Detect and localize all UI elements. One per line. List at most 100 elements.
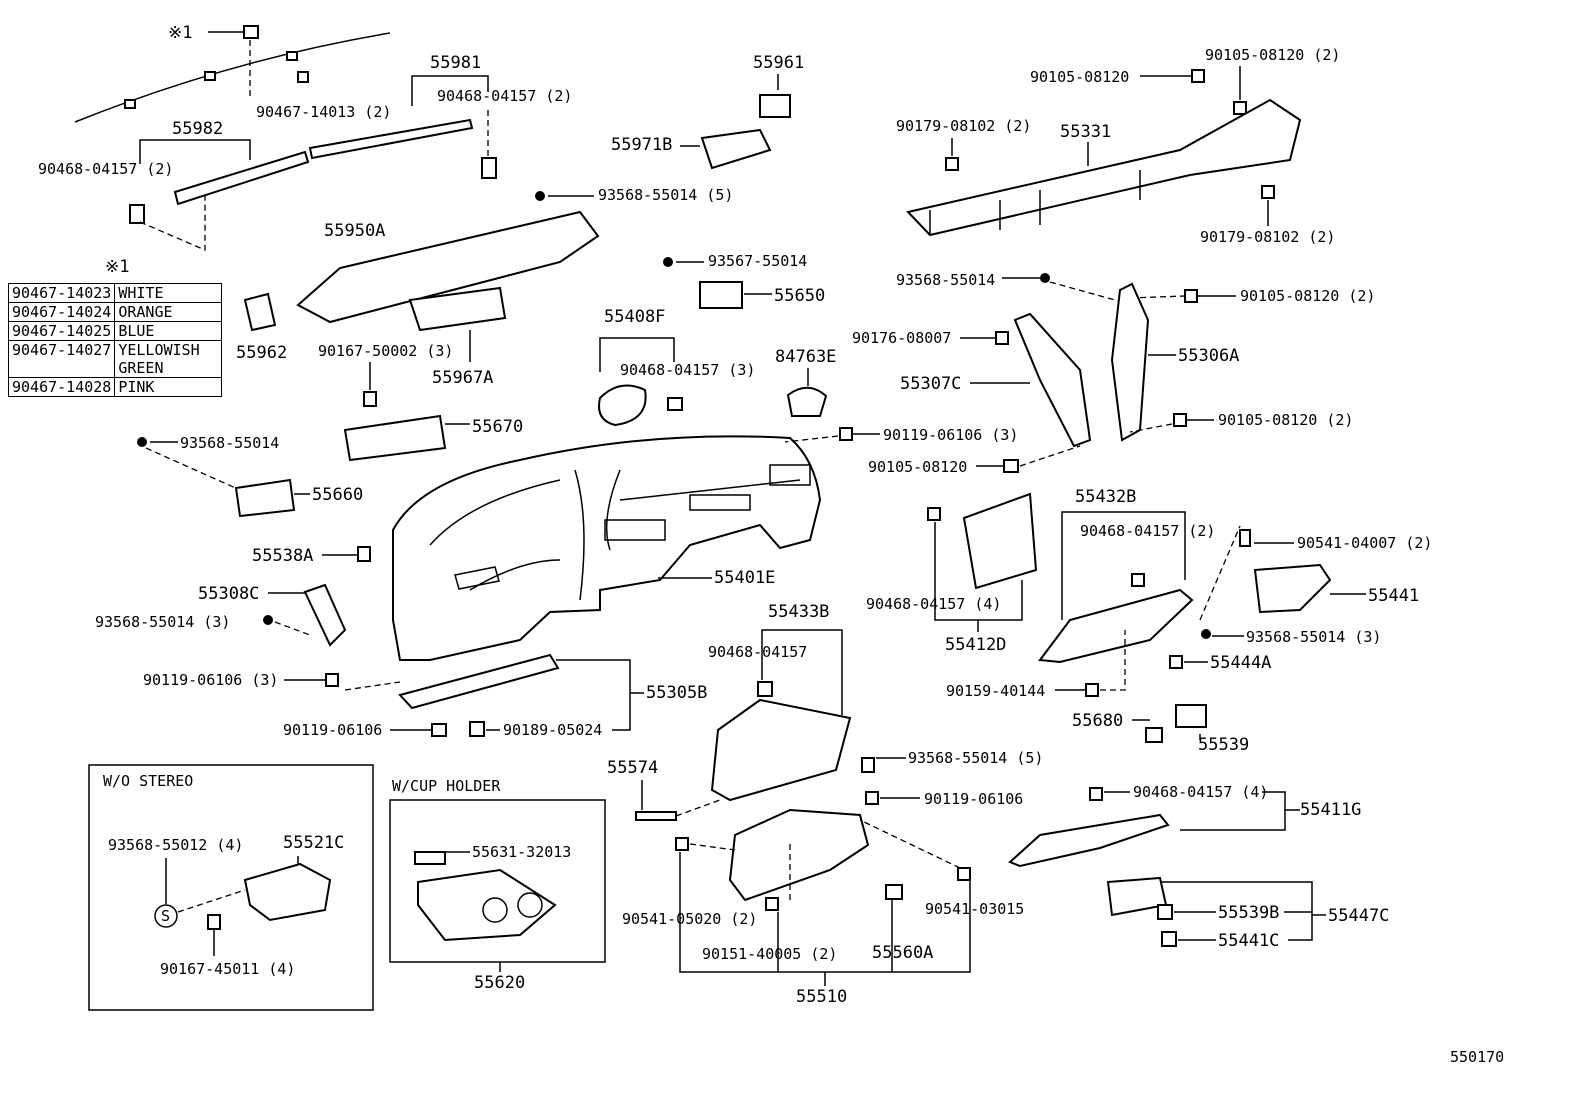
register-55660 (234, 478, 296, 518)
label-55411g: 55411G (1300, 800, 1361, 820)
label-55950a: 55950A (324, 221, 385, 241)
label-93568-55014-3b: 93568-55014 (3) (1246, 628, 1381, 646)
label-55305b: 55305B (646, 683, 707, 703)
label-55538a: 55538A (252, 546, 313, 566)
label-55444a: 55444A (1210, 653, 1271, 673)
s-mark-icon (154, 904, 178, 928)
clip-part (243, 25, 259, 39)
label-90189-05024: 90189-05024 (503, 721, 602, 739)
legend-row: 90467-14023 WHITE (7, 283, 223, 303)
label-55620: 55620 (474, 973, 525, 993)
legend-row: 90467-14025 BLUE (7, 321, 223, 341)
legend-part: 90467-14027 (7, 340, 116, 378)
glove-box-door-55433b (710, 698, 852, 802)
s-mark: S (161, 907, 170, 925)
label-55408f: 55408F (604, 307, 665, 327)
label-93567-55014: 93567-55014 (708, 252, 807, 270)
legend-color: BLUE (114, 321, 223, 341)
label-55967a: 55967A (432, 368, 493, 388)
label-55433b: 55433B (768, 602, 829, 622)
cup-holder-55620 (417, 868, 557, 942)
part-55680 (1175, 704, 1207, 728)
label-55539b: 55539B (1218, 903, 1279, 923)
label-55308c: 55308C (198, 584, 259, 604)
part-55971b (700, 128, 772, 170)
label-55307c: 55307C (900, 374, 961, 394)
label-55660: 55660 (312, 485, 363, 505)
label-55650: 55650 (774, 286, 825, 306)
label-90167-45011: 90167-45011 (4) (160, 960, 295, 978)
label-55401e: 55401E (714, 568, 775, 588)
defroster-nozzle-left (173, 150, 310, 206)
part-84763e (786, 386, 828, 417)
label-90467-14013: 90467-14013 (2) (256, 103, 391, 121)
label-55521c: 55521C (283, 833, 344, 853)
label-90105-08120-2c: 90105-08120 (2) (1218, 411, 1353, 429)
panel-55412d (962, 492, 1038, 590)
part-55950a (296, 210, 600, 324)
support-55305b (398, 653, 560, 710)
label-90468-04157-b: 90468-04157 (2) (38, 160, 173, 178)
garnish-55411g (1008, 813, 1170, 868)
label-93568-55014-a: 93568-55014 (180, 434, 279, 452)
label-93568-55014-b: 93568-55014 (896, 271, 995, 289)
inset-wo-stereo (88, 764, 374, 1011)
label-55432b: 55432B (1075, 487, 1136, 507)
label-90119-06106-3a: 90119-06106 (3) (143, 671, 278, 689)
label-90119-06106-b: 90119-06106 (924, 790, 1023, 808)
legend-color: WHITE (114, 283, 223, 303)
label-w-cup-holder: W/CUP HOLDER (392, 777, 501, 795)
label-90541-03015: 90541-03015 (925, 900, 1024, 918)
label-55971b: 55971B (611, 135, 672, 155)
label-93568-55014-5b: 93568-55014 (5) (908, 749, 1043, 767)
label-93568-55012: 93568-55012 (4) (108, 836, 243, 854)
label-90541-05020: 90541-05020 (2) (622, 910, 757, 928)
part-55961 (759, 94, 791, 118)
label-90105-08120-b: 90105-08120 (868, 458, 967, 476)
legend-color: PINK (114, 377, 223, 397)
legend-color: ORANGE (114, 302, 223, 322)
label-93568-55014-3a: 93568-55014 (3) (95, 613, 230, 631)
diagram-code: 550170 (1450, 1048, 1504, 1066)
label-55982: 55982 (172, 119, 223, 139)
label-90468-04157-4a: 90468-04157 (4) (866, 595, 1001, 613)
ref-mark-1: ※1 (168, 23, 192, 43)
label-55539: 55539 (1198, 735, 1249, 755)
label-55306a: 55306A (1178, 346, 1239, 366)
label-90179-08102-a: 90179-08102 (2) (896, 117, 1031, 135)
box-55441 (1253, 563, 1332, 614)
label-90176-08007: 90176-08007 (852, 329, 951, 347)
label-90468-04157-a: 90468-04157 (708, 643, 807, 661)
label-90119-06106-a: 90119-06106 (283, 721, 382, 739)
label-55670: 55670 (472, 417, 523, 437)
label-90151-40005: 90151-40005 (2) (702, 945, 837, 963)
label-90468-04157-a: 90468-04157 (2) (437, 87, 572, 105)
legend-part: 90467-14028 (7, 377, 116, 397)
label-55510: 55510 (796, 987, 847, 1007)
color-code-legend: 90467-14023 WHITE 90467-14024 ORANGE 904… (7, 283, 223, 397)
label-55331: 55331 (1060, 122, 1111, 142)
legend-part: 90467-14023 (7, 283, 116, 303)
brace-55307c (1013, 312, 1092, 448)
ring-55408f (598, 384, 647, 427)
label-55574: 55574 (607, 758, 658, 778)
legend-row: 90467-14028 PINK (7, 377, 223, 397)
label-55631-32013: 55631-32013 (472, 843, 571, 861)
legend-color: YELLOWISH GREEN (114, 340, 223, 378)
glove-box-55510 (728, 808, 870, 902)
part-55967a (408, 286, 507, 332)
label-90119-06106-3b: 90119-06106 (3) (883, 426, 1018, 444)
label-90468-04157-4b: 90468-04157 (4) (1133, 783, 1268, 801)
part-55962 (243, 292, 277, 332)
label-55441: 55441 (1368, 586, 1419, 606)
legend-part: 90467-14025 (7, 321, 116, 341)
bezel-55521c (243, 862, 332, 922)
inset-w-cup-holder (389, 799, 606, 963)
label-84763e: 84763E (775, 347, 836, 367)
legend-title: ※1 (105, 257, 129, 277)
label-55441c: 55441C (1218, 931, 1279, 951)
label-55962: 55962 (236, 343, 287, 363)
label-55961: 55961 (753, 53, 804, 73)
register-55670 (343, 414, 447, 462)
